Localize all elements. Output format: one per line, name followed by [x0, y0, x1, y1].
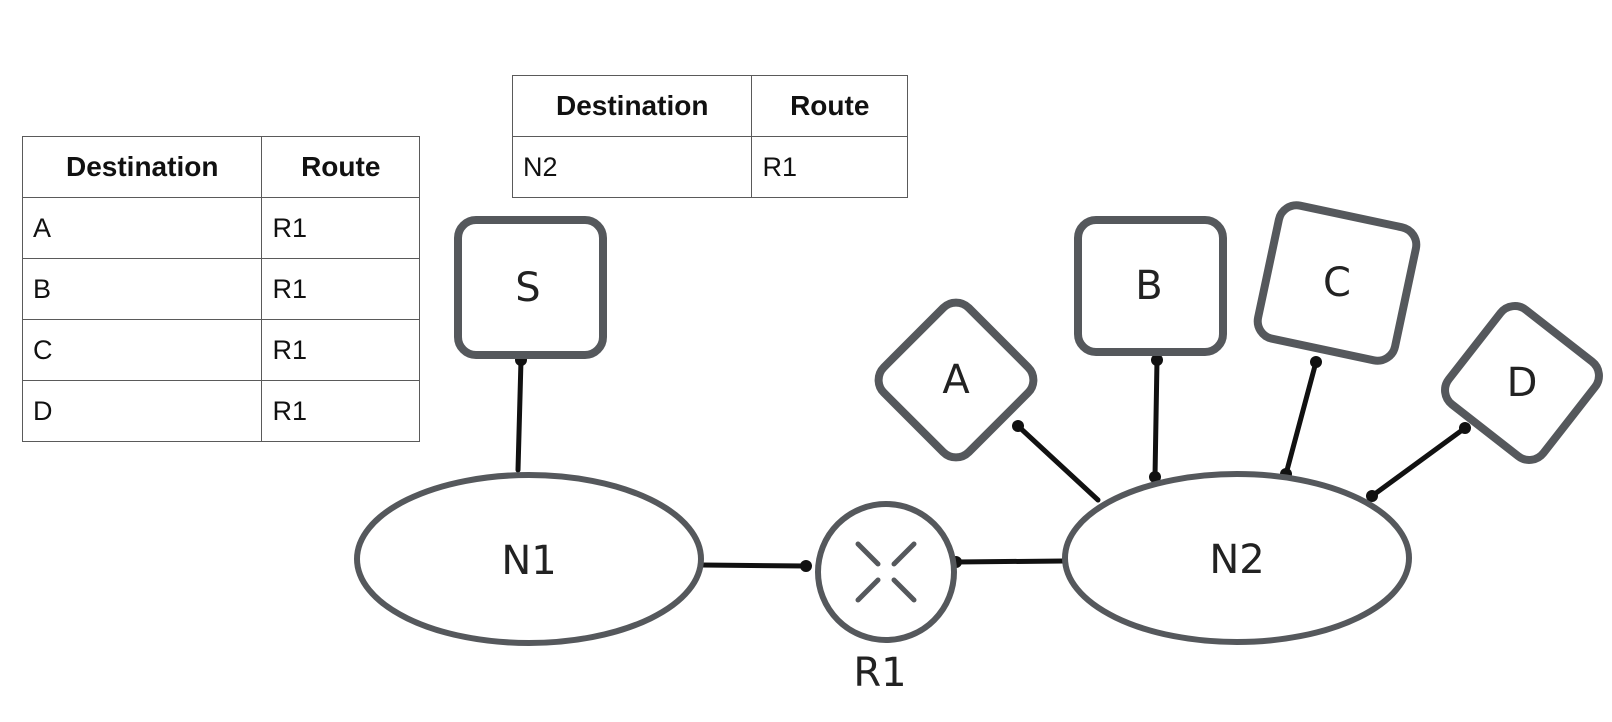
host-d-label: D — [1507, 360, 1538, 406]
host-c-label: C — [1323, 260, 1351, 306]
cell-route: R1 — [261, 319, 420, 381]
cell-destination: C — [21, 319, 263, 381]
table-header-row: Destination Route — [511, 75, 908, 137]
link-c-n2 — [1283, 359, 1319, 477]
host-c: C — [1253, 201, 1421, 365]
cell-destination: B — [21, 258, 263, 320]
host-s: S — [454, 216, 607, 359]
router-icon — [855, 541, 917, 603]
table-row: C R1 — [21, 319, 420, 381]
network-n2: N2 — [1062, 471, 1412, 645]
link-n1-r1 — [699, 562, 809, 569]
routing-table-n2: Destination Route N2 R1 — [511, 75, 908, 198]
column-header-destination: Destination — [21, 136, 263, 198]
routing-table-s: Destination Route A R1 B R1 C R1 D R1 — [21, 136, 420, 442]
cell-destination: A — [21, 197, 263, 259]
cell-destination: D — [21, 380, 263, 442]
network-n1: N1 — [354, 472, 704, 646]
host-d: D — [1441, 302, 1603, 464]
host-s-label: S — [515, 265, 540, 311]
router-r1-label: R1 — [853, 650, 906, 696]
link-s-n1 — [515, 357, 524, 473]
host-a-label: A — [942, 357, 970, 403]
network-n1-label: N1 — [501, 538, 556, 584]
cell-route: R1 — [751, 136, 908, 198]
router-r1: R1 — [815, 501, 957, 696]
cell-route: R1 — [261, 380, 420, 442]
table-row: N2 R1 — [511, 136, 908, 198]
column-header-destination: Destination — [511, 75, 753, 137]
host-b-label: B — [1135, 263, 1162, 309]
host-a: A — [874, 298, 1038, 462]
table-row: D R1 — [21, 380, 420, 442]
link-d-n2 — [1369, 425, 1468, 499]
network-n2-label: N2 — [1209, 537, 1264, 583]
link-r1-n2 — [953, 558, 1067, 565]
link-b-n2 — [1152, 357, 1160, 480]
column-header-route: Route — [751, 75, 908, 137]
link-a-n2 — [1015, 423, 1101, 503]
cell-destination: N2 — [511, 136, 753, 198]
host-b: B — [1074, 216, 1227, 356]
